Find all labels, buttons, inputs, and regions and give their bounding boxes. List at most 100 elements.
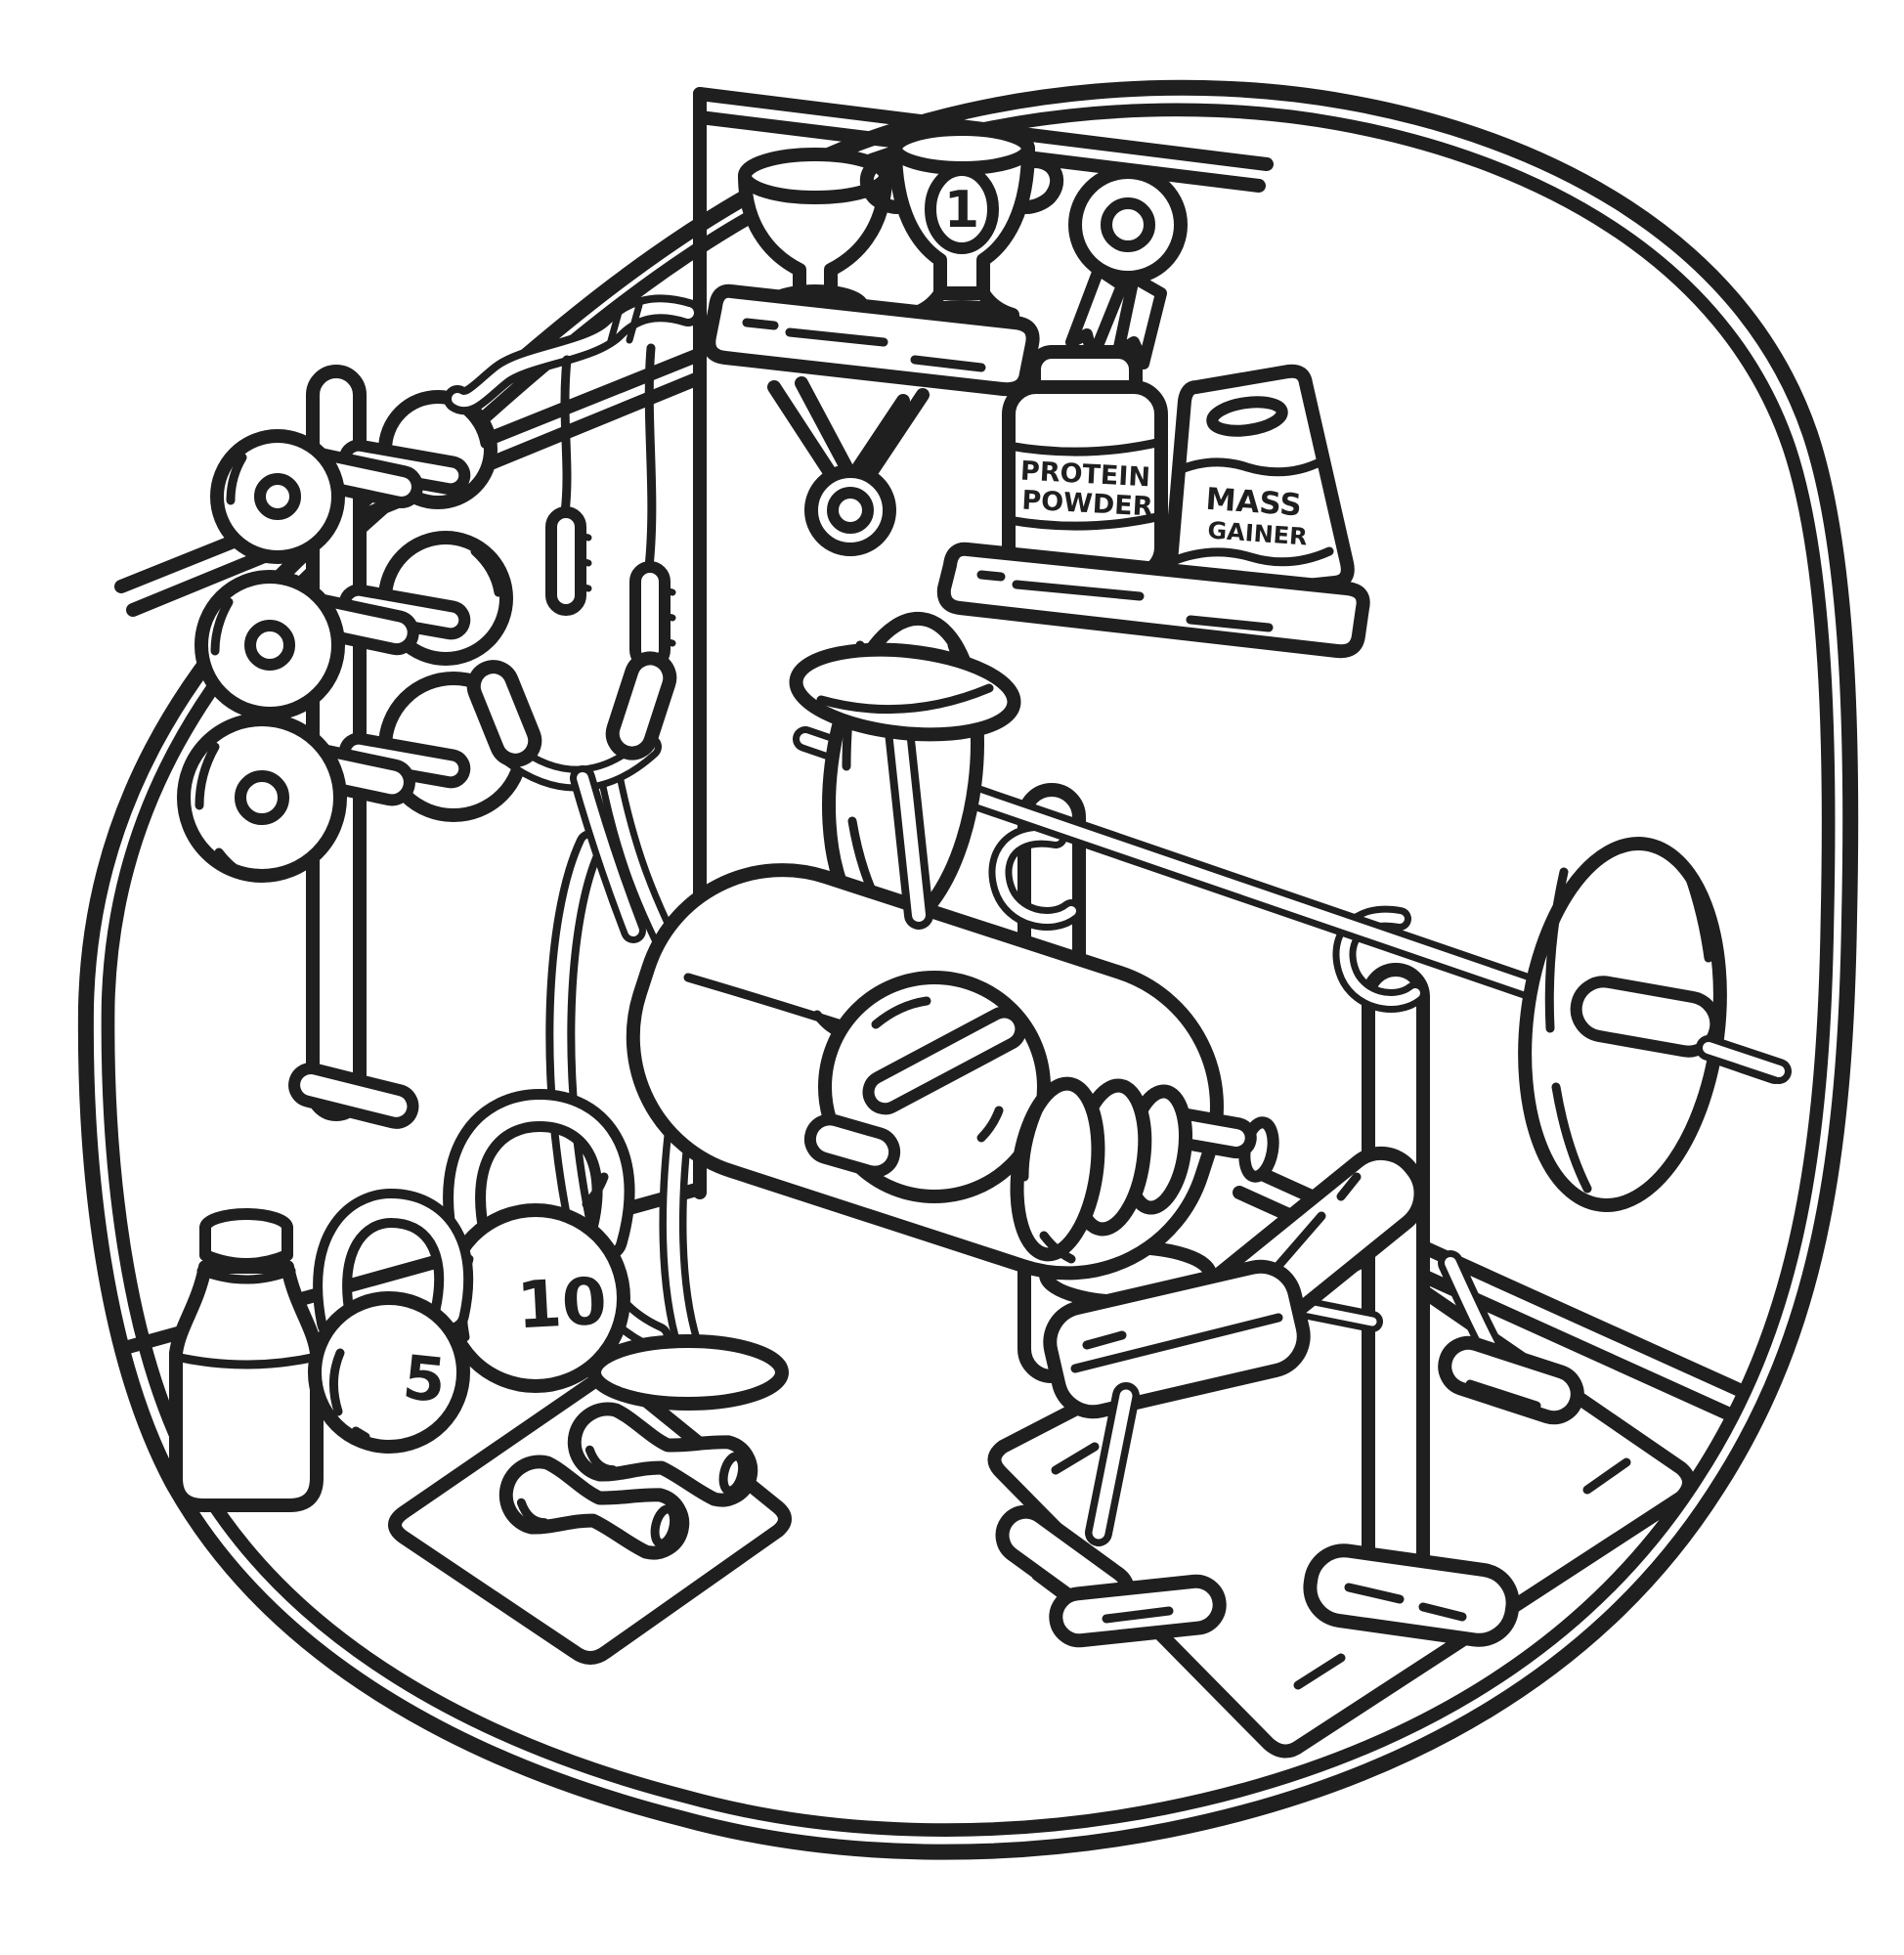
dumbbell-1-front-detail [226,453,247,505]
bench-front-leg-inner [1092,1389,1133,1540]
bike-front-foot [587,1334,789,1411]
kettlebell-10-detail-2 [582,1172,609,1209]
bike-handlebar-left-grip [466,660,542,767]
goblet-trophy [738,148,892,329]
jump-rope-2-handle-marks [661,586,676,647]
barbell-right-stub-inner [1703,1042,1785,1077]
supplement-shelf-details [976,570,1274,632]
trophy-shelf [702,283,1040,397]
medal-ribbon-left-outer [767,380,844,490]
water-bottle-cap [199,1222,293,1270]
kettlebell-5-body [308,1291,470,1454]
bench-mat-details [1051,1442,1631,1690]
rosette-center [1101,197,1155,252]
dumbbell-3-front-detail [195,742,220,810]
neoprene-dumbbell-front-detail [516,1498,549,1528]
medal [767,376,930,556]
medal-ribbon-left-inner [795,376,855,478]
rosette-tail-right [1112,272,1167,369]
dumbbell-2-hole [244,620,295,671]
dumbbell-1-hole [254,473,301,520]
trophy-number: 1 [944,181,979,239]
jump-rope-2-handle [629,561,671,671]
barbell-right-plate-hub [1570,976,1722,1058]
bike-seat [789,642,1021,742]
dumbbell-rack-foot [288,1063,419,1129]
dumbbell-2-front-detail [210,597,234,656]
bike-flywheel-details [871,996,1004,1143]
goblet-rim-detail [757,185,873,203]
bench-rear-foot-detail [1465,1379,1541,1411]
protein-powder-jar: PROTEIN POWDER [1002,345,1168,582]
rack-right-foot-details [1344,1583,1467,1622]
protein-label-top-line [1004,437,1166,456]
water-bottle-body [169,1260,324,1512]
bike-pedal [803,1113,901,1178]
mass-gainer-wave-bottom [1168,546,1334,567]
trophy-rim [888,122,1035,175]
barbell-right-plate-details [1544,867,1713,1194]
trophy-shelf-details [742,318,986,372]
kettlebell-5-handle-inner [323,1198,464,1331]
dumbbell-3-hole [235,770,289,825]
bike-seat-post-inner [892,724,926,922]
bench-seat-details [1070,1313,1283,1373]
trophy-right-handle [1019,154,1064,214]
dumbbell-2-back-detail [470,546,503,597]
bench-foot-details [1031,1571,1174,1624]
hanger-bar-inner [452,302,694,407]
supplement-shelf [936,542,1370,659]
water-bottle-cap-ring [196,1266,296,1284]
rack-left-jhook-inner [995,830,1076,924]
neoprene-dumbbell-front-cap [650,1504,679,1548]
kettlebell-5-detail-2 [351,1426,370,1442]
bike-seat-detail [816,683,994,715]
kettlebell-10-label: 10 [515,1264,609,1344]
jump-rope-1 [545,355,592,616]
protein-label-line2: POWDER [1021,486,1154,523]
rack-dumbbell-1 [210,390,498,564]
rack-right-upright [1362,963,1430,1626]
neoprene-dumbbell-rear-detail [584,1445,618,1475]
water-bottle [169,1208,324,1512]
mass-gainer-bag: MASS GAINER [1162,364,1355,606]
jump-rope-1-cord [560,355,572,517]
bike-handlebar-right-grip [605,651,677,760]
neoprene-dumbbell-front [499,1455,690,1562]
plate-dumbbell-details [1019,1102,1076,1264]
water-bottle-shoulder-line [171,1352,322,1369]
mass-gainer-handle-hole [1206,396,1288,437]
hanger-collar-2 [626,301,643,344]
jump-rope-1-handle [545,506,586,616]
jump-rope-2-cord [644,343,657,572]
kettlebell-5: 5 [308,1189,474,1454]
neoprene-dumbbell-rear [568,1402,758,1509]
protein-label-bottom-line [1004,511,1166,531]
squat-rack [793,611,1792,1647]
plate-dumbbell-plate-1 [1010,1076,1105,1262]
trophy-left-handle [859,154,904,214]
jump-rope-hanger [444,294,702,671]
award-rosette [1065,165,1188,369]
medal-disc-center [827,487,874,534]
neoprene-dumbbells [499,1402,758,1562]
neoprene-dumbbell-rear-cap [718,1452,748,1496]
jump-rope-1-handle-marks [577,532,592,592]
kettlebell-5-label: 5 [400,1341,450,1416]
medal-ribbon-right-inner [849,394,910,478]
bike-pedal-arm [862,1006,1027,1115]
rack-dumbbell-2 [195,531,513,720]
dumbbell-rack [177,365,529,1129]
plate-dumbbell [1010,1076,1279,1264]
bike-stem-inner [577,772,639,936]
mass-gainer-line1: MASS [1205,482,1303,524]
kettlebell-10-handle-inner [454,1100,625,1250]
dumbbell-3-front-detail-2 [214,847,251,881]
trophy-badge [925,164,999,254]
kettlebell-5-detail [329,1348,345,1416]
kettlebell-10: 10 [441,1089,635,1393]
mass-gainer-wave-top [1172,456,1326,477]
weight-bench [995,1146,1584,1648]
protein-label-line1: PROTEIN [1019,456,1150,494]
